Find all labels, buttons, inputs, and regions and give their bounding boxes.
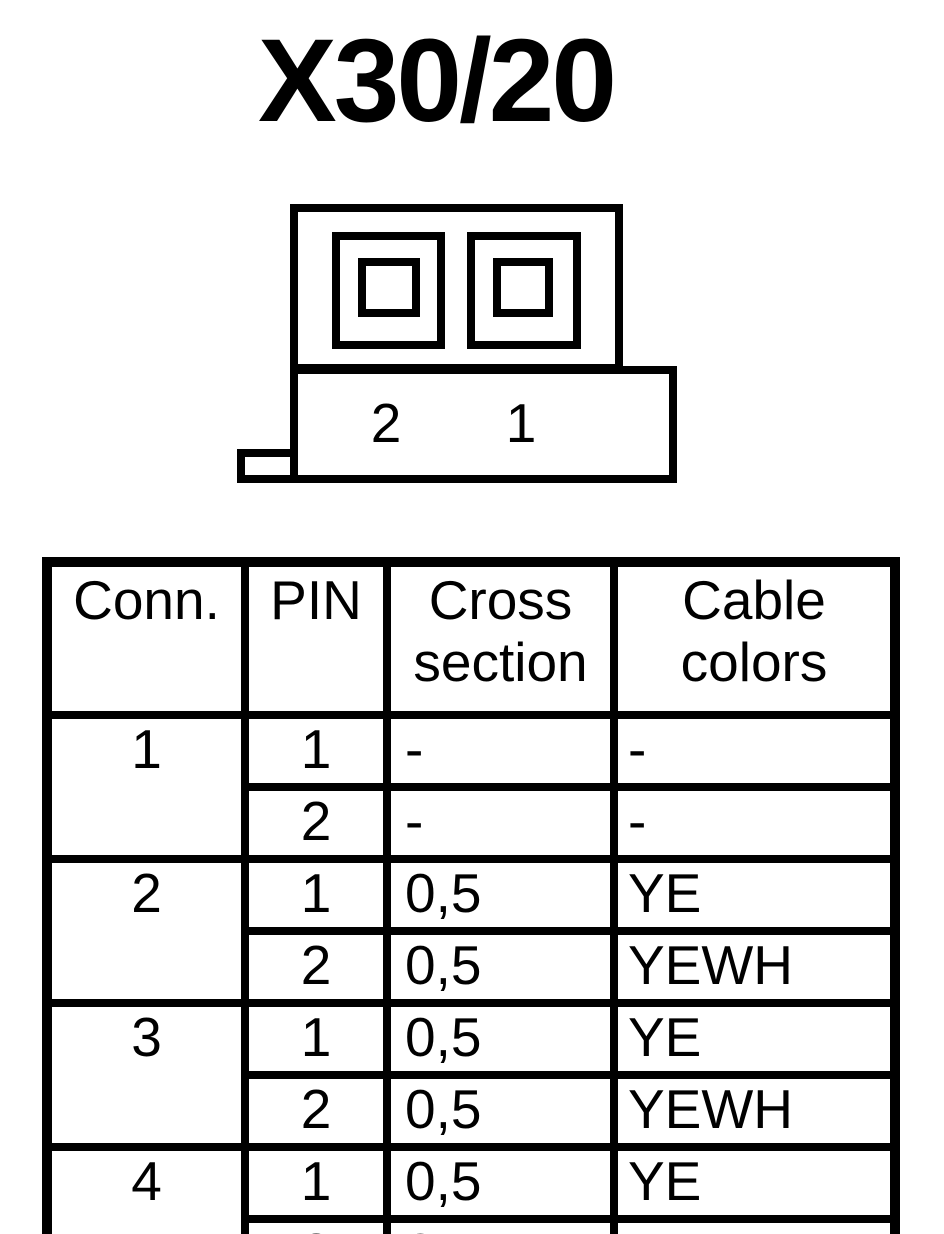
table-row: 4 1 0,5 YE <box>43 1143 899 1234</box>
connector-foot-outline <box>237 449 298 483</box>
conn-cell: 2 <box>43 855 249 1007</box>
table-row: 2 0,5 YEWH <box>47 1071 899 1151</box>
pin-cell: 1 <box>241 999 391 1079</box>
header-conn: Conn. <box>43 558 249 719</box>
conn-cell: 4 <box>43 1143 249 1234</box>
pin-assignment-table: Conn. PIN Cross section Cable colors 1 1… <box>42 557 900 1234</box>
pin-cell: 1 <box>241 855 391 935</box>
header-cable: Cable colors <box>610 558 899 719</box>
conn-cell: 1 <box>43 711 249 863</box>
pin-cell: 2 <box>241 1215 391 1234</box>
cable-cell: YE <box>610 999 899 1079</box>
pin-cell: 1 <box>241 1143 391 1223</box>
pin-cell: 2 <box>241 1071 391 1151</box>
table-header-row: Conn. PIN Cross section Cable colors <box>43 558 899 719</box>
pin-slot-1-terminal <box>493 258 553 317</box>
cable-cell: - <box>610 711 899 791</box>
pin-number-1-label: 1 <box>505 392 537 454</box>
cable-cell: - <box>610 783 899 863</box>
cross-cell: 0,5 <box>383 999 618 1079</box>
cross-cell: 0,5 <box>383 1071 618 1151</box>
cable-cell: YEWH <box>610 927 899 1007</box>
pin-slot-2-terminal <box>358 258 420 317</box>
conn-cell: 3 <box>43 999 249 1151</box>
pin-cell: 2 <box>241 927 391 1007</box>
pin-cell: 2 <box>241 783 391 863</box>
table-row: 2 0,5 YEWH <box>47 927 899 1007</box>
cable-cell: YEWH <box>610 1215 899 1234</box>
header-cross: Cross section <box>383 558 618 719</box>
pin-number-2-label: 2 <box>370 392 402 454</box>
pin-slot-1-outer <box>467 232 581 349</box>
table-row: 2 - - <box>47 783 899 863</box>
cable-cell: YE <box>610 855 899 935</box>
header-pin: PIN <box>241 558 391 719</box>
cross-cell: - <box>383 711 618 791</box>
table-row: 1 1 - - <box>43 711 899 863</box>
cross-cell: 0,5 <box>383 855 618 935</box>
table-row: 2 1 0,5 YE <box>43 855 899 1007</box>
pin-cell: 1 <box>241 711 391 791</box>
table-row: 3 1 0,5 YE <box>43 999 899 1151</box>
page-title: X30/20 <box>258 15 617 147</box>
cable-cell: YEWH <box>610 1071 899 1151</box>
cross-cell: - <box>383 783 618 863</box>
cable-cell: YE <box>610 1143 899 1223</box>
pin-slot-2-outer <box>332 232 445 349</box>
cross-cell: 0,5 <box>383 1143 618 1223</box>
cross-cell: 0,5 <box>383 927 618 1007</box>
table-row: 2 0,5 YEWH <box>47 1215 899 1234</box>
cross-cell: 0,5 <box>383 1215 618 1234</box>
